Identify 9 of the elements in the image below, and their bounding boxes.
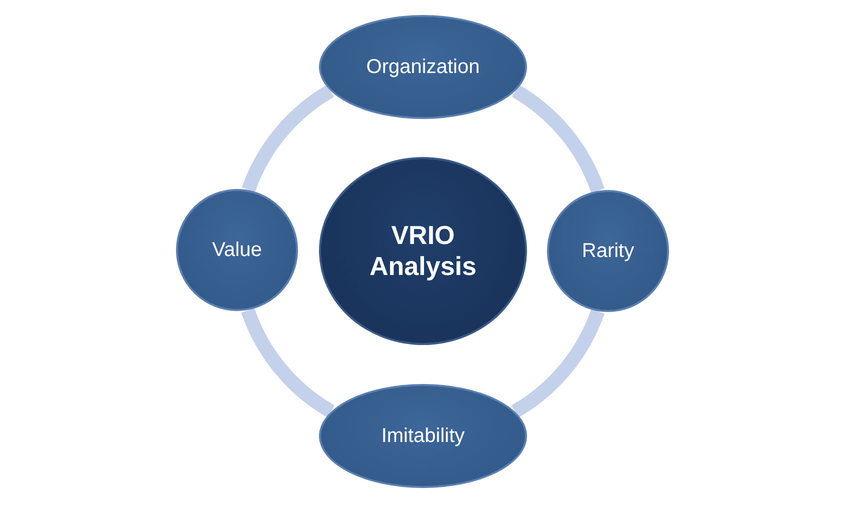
ring-connector xyxy=(241,308,335,418)
ring-connector xyxy=(511,308,604,418)
node-label: Imitability xyxy=(381,424,465,448)
ring-connector xyxy=(512,84,604,194)
node-label: Organization xyxy=(366,55,480,79)
ring-connector xyxy=(242,84,334,192)
node-label: Value xyxy=(212,238,262,262)
node-label: VRIO Analysis xyxy=(368,220,478,282)
node-label: Rarity xyxy=(582,239,634,263)
